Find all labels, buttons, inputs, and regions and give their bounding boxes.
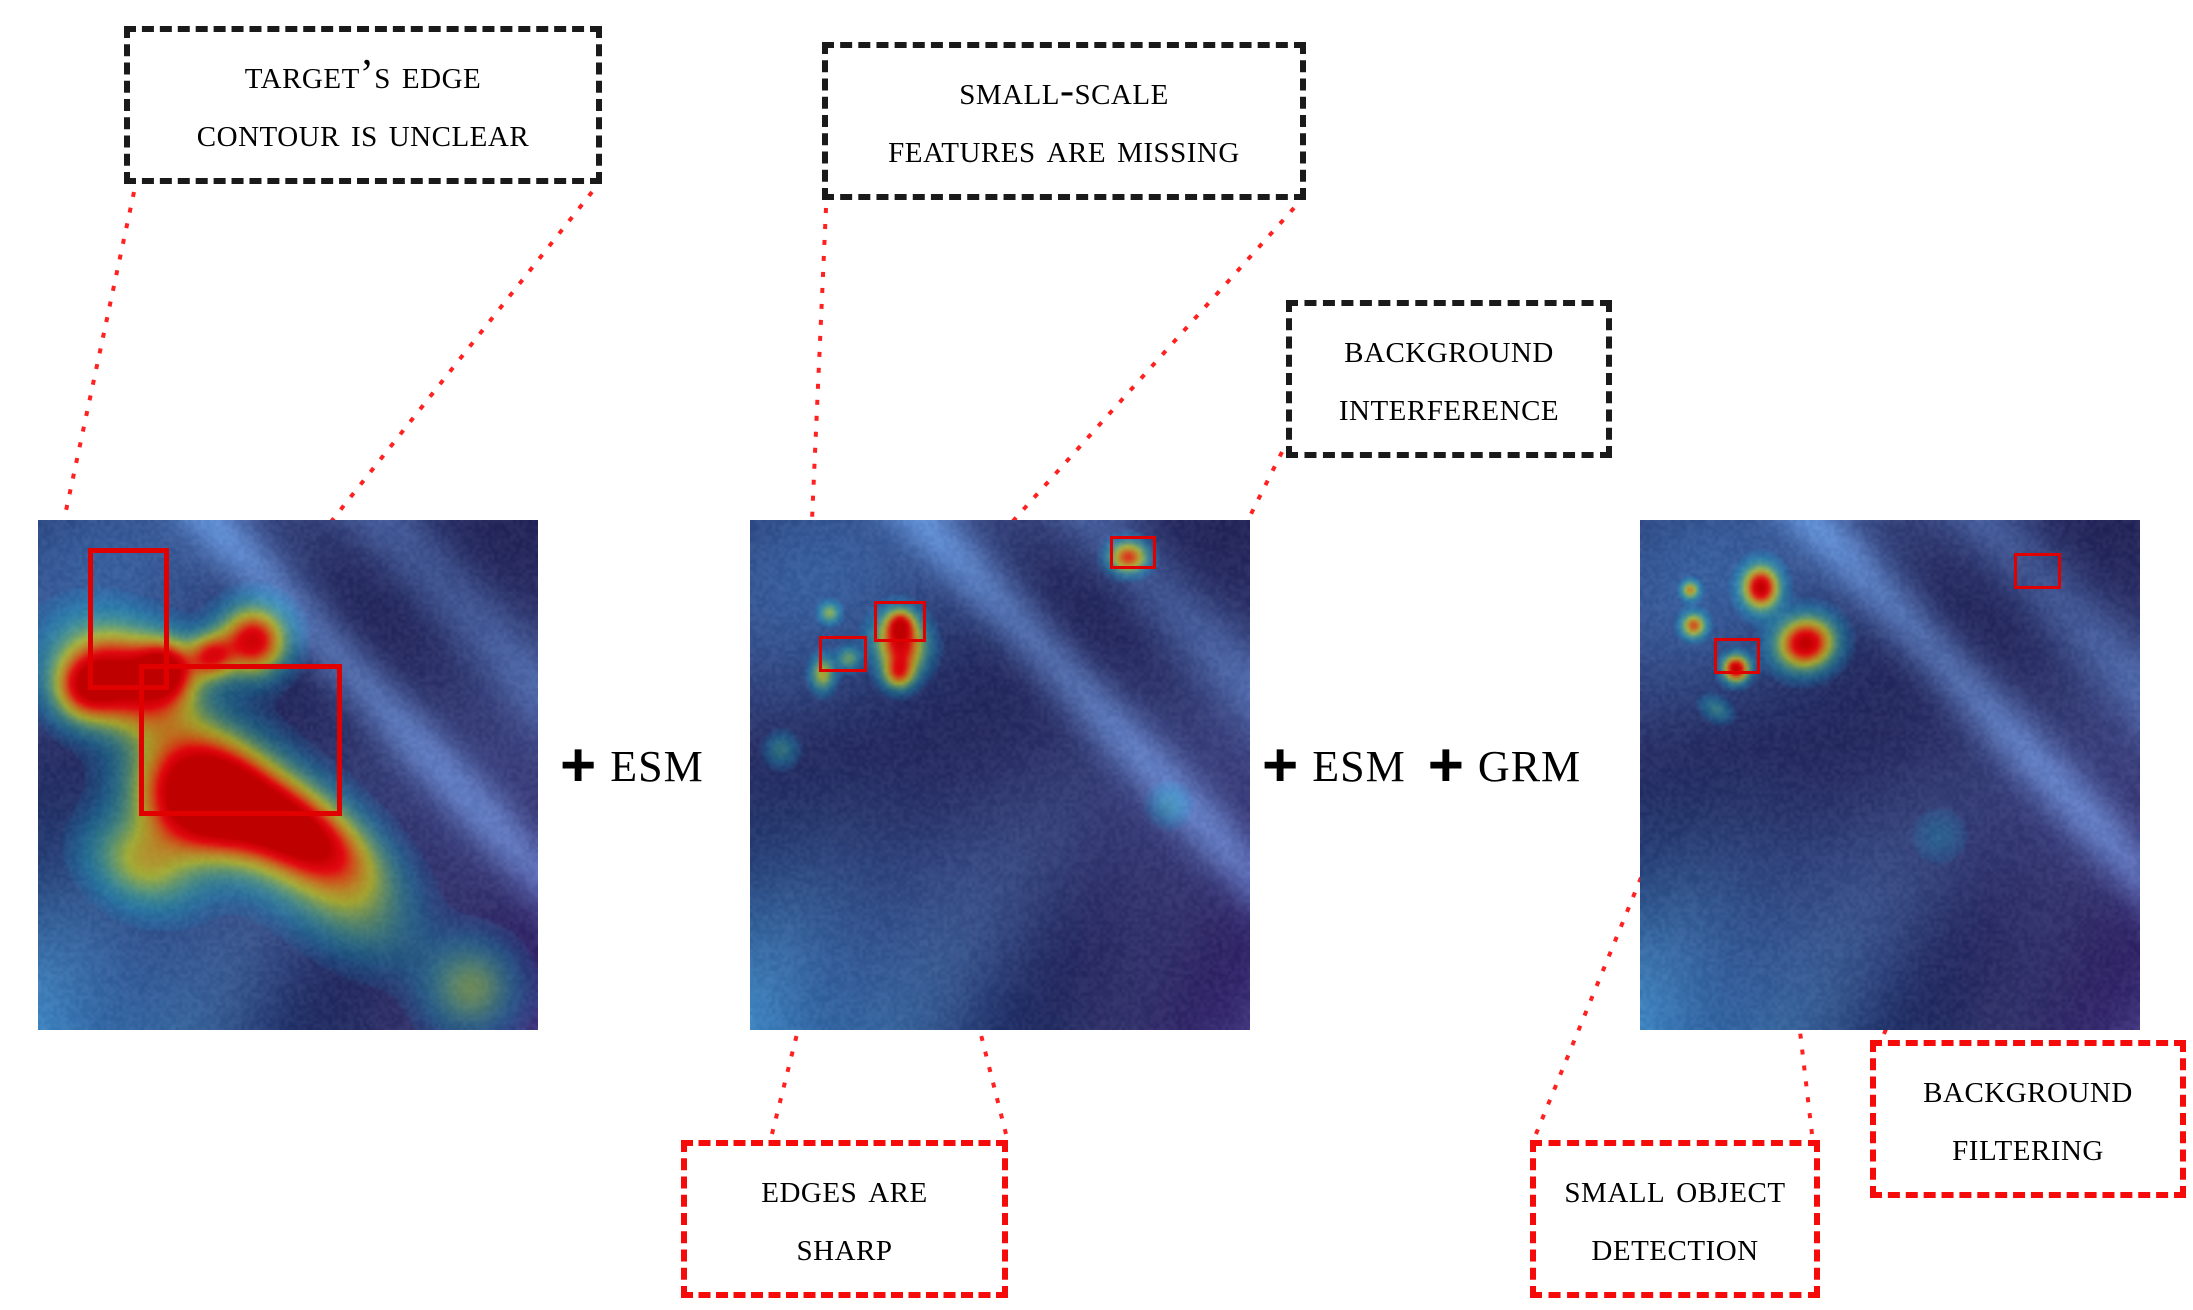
heatmap-image — [38, 520, 538, 1030]
callout-background-filtering: Background filtering — [1870, 1040, 2186, 1198]
box-left-blob — [88, 548, 169, 690]
heatmap-image — [750, 520, 1250, 1030]
callout-line-1: Small object — [1564, 1166, 1786, 1213]
module-label-esm: ESM — [1312, 741, 1406, 791]
callout-line-1: Small-scale — [959, 68, 1169, 115]
esm-grm-heatmap-panel — [1640, 520, 2140, 1030]
callout-small-object-detection: Small object detection — [1530, 1140, 1820, 1298]
callout-line-1: Background — [1344, 326, 1554, 373]
callout-line-2: contour is unclear — [196, 110, 530, 156]
box-center-blob — [139, 664, 342, 816]
callout-line-2: detection — [1591, 1224, 1759, 1270]
callout-line-1: Target’s edge — [244, 52, 482, 99]
leader-edge-contour-1 — [62, 191, 136, 521]
operator-esm: + ESM — [560, 735, 704, 797]
box-hot-center — [874, 601, 926, 642]
callout-line-2: filtering — [1952, 1124, 2104, 1170]
callout-line-2: sharp — [796, 1224, 893, 1270]
box-small-left — [819, 636, 867, 672]
baseline-heatmap-panel — [38, 520, 538, 1030]
module-label-grm: GRM — [1477, 741, 1582, 791]
esm-heatmap-panel — [750, 520, 1250, 1030]
callout-background-interference: Background interference — [1286, 300, 1612, 458]
plus-sign-icon: + — [560, 731, 597, 800]
callout-target-edge-contour: Target’s edge contour is unclear — [124, 26, 602, 184]
callout-line-2: interference — [1338, 384, 1560, 430]
box-detected-small — [1714, 638, 1760, 674]
plus-sign-icon-2: + — [1427, 731, 1464, 800]
callout-edges-are-sharp: Edges are sharp — [681, 1140, 1008, 1298]
callout-line-1: Edges are — [761, 1166, 928, 1213]
operator-esm-grm: + ESM + GRM — [1262, 735, 1581, 797]
box-top-right — [1110, 536, 1156, 569]
leader-small-scale-1 — [810, 207, 828, 521]
box-filtered-bg — [2014, 553, 2061, 589]
module-label-esm: ESM — [610, 741, 704, 791]
plus-sign-icon: + — [1262, 731, 1299, 800]
callout-line-2: features are missing — [888, 126, 1240, 172]
callout-line-1: Background — [1923, 1066, 2133, 1113]
heatmap-image — [1640, 520, 2140, 1030]
callout-small-scale-features: Small-scale features are missing — [822, 42, 1306, 200]
